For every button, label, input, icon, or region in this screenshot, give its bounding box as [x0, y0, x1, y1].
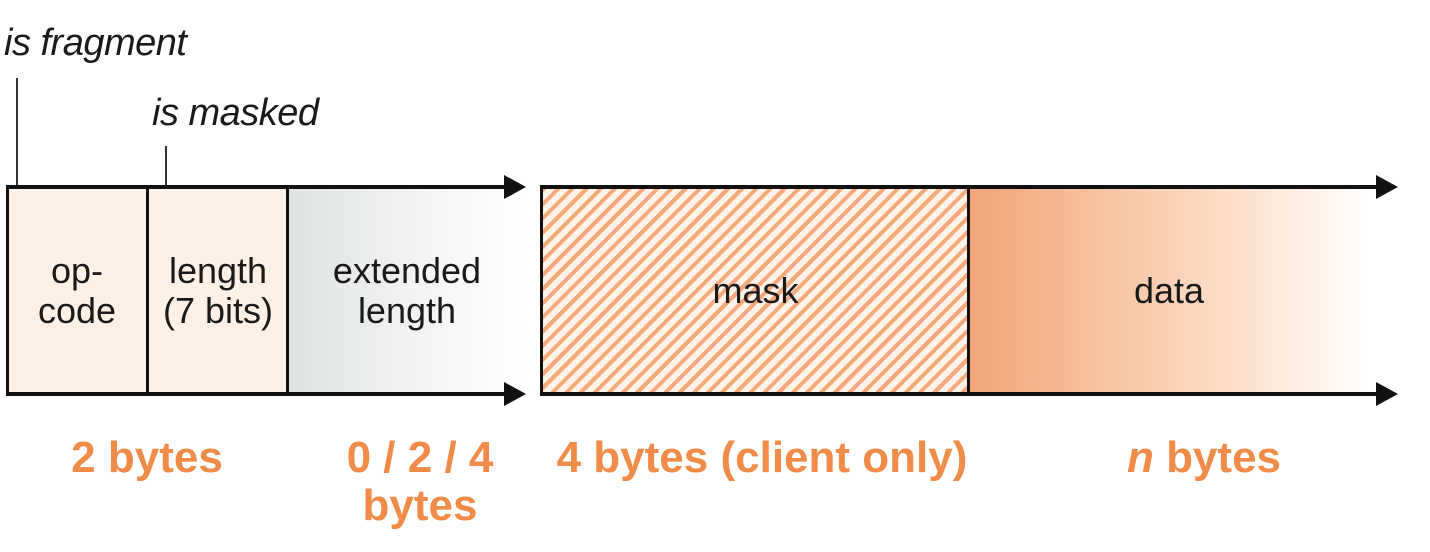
is-fragment-label: is fragment — [4, 22, 187, 64]
opcode-length-divider — [146, 186, 149, 396]
extended-size-line2: bytes — [362, 481, 478, 530]
right-bottom-arrowhead — [1376, 382, 1398, 406]
data-field: data — [969, 188, 1369, 394]
left-top-arrowhead — [504, 175, 526, 199]
data-label: data — [1133, 270, 1205, 311]
left-segment-top-line — [6, 185, 506, 189]
length-field: length (7 bits) — [148, 188, 288, 394]
extended-length-field: extended length — [288, 188, 526, 394]
right-segment-bottom-line — [540, 392, 1378, 396]
extended-length-label-line1: extended — [332, 250, 482, 291]
mask-label: mask — [712, 270, 799, 311]
data-size-n: n — [1126, 433, 1154, 482]
left-segment-bottom-line — [6, 392, 506, 396]
header-size-label: 2 bytes — [71, 433, 223, 482]
length-label-line1: length — [168, 250, 268, 291]
right-segment-top-line — [540, 185, 1378, 189]
right-segment-left-border — [540, 186, 543, 396]
data-size-rest: bytes — [1153, 433, 1282, 482]
mask-field: mask — [542, 188, 969, 394]
is-masked-label: is masked — [152, 92, 319, 134]
extended-length-size-label: 0 / 2 / 4 bytes — [300, 434, 540, 530]
length-label-line2: (7 bits) — [162, 290, 274, 331]
length-extended-divider — [286, 186, 289, 396]
is-fragment-leader-line — [16, 78, 18, 188]
right-top-arrowhead — [1376, 175, 1398, 199]
left-bottom-arrowhead — [504, 382, 526, 406]
opcode-field: op- code — [6, 188, 148, 394]
mask-data-divider — [967, 186, 970, 396]
opcode-label-line2: code — [37, 290, 117, 331]
is-masked-leader-line — [165, 146, 167, 188]
extended-length-label-line2: length — [357, 290, 457, 331]
mask-size-label: 4 bytes (client only) — [556, 433, 968, 482]
left-segment-left-border — [6, 186, 9, 396]
extended-size-line1: 0 / 2 / 4 — [346, 433, 494, 482]
opcode-label-line1: op- — [50, 250, 103, 291]
data-size-label: n bytes — [969, 434, 1430, 482]
